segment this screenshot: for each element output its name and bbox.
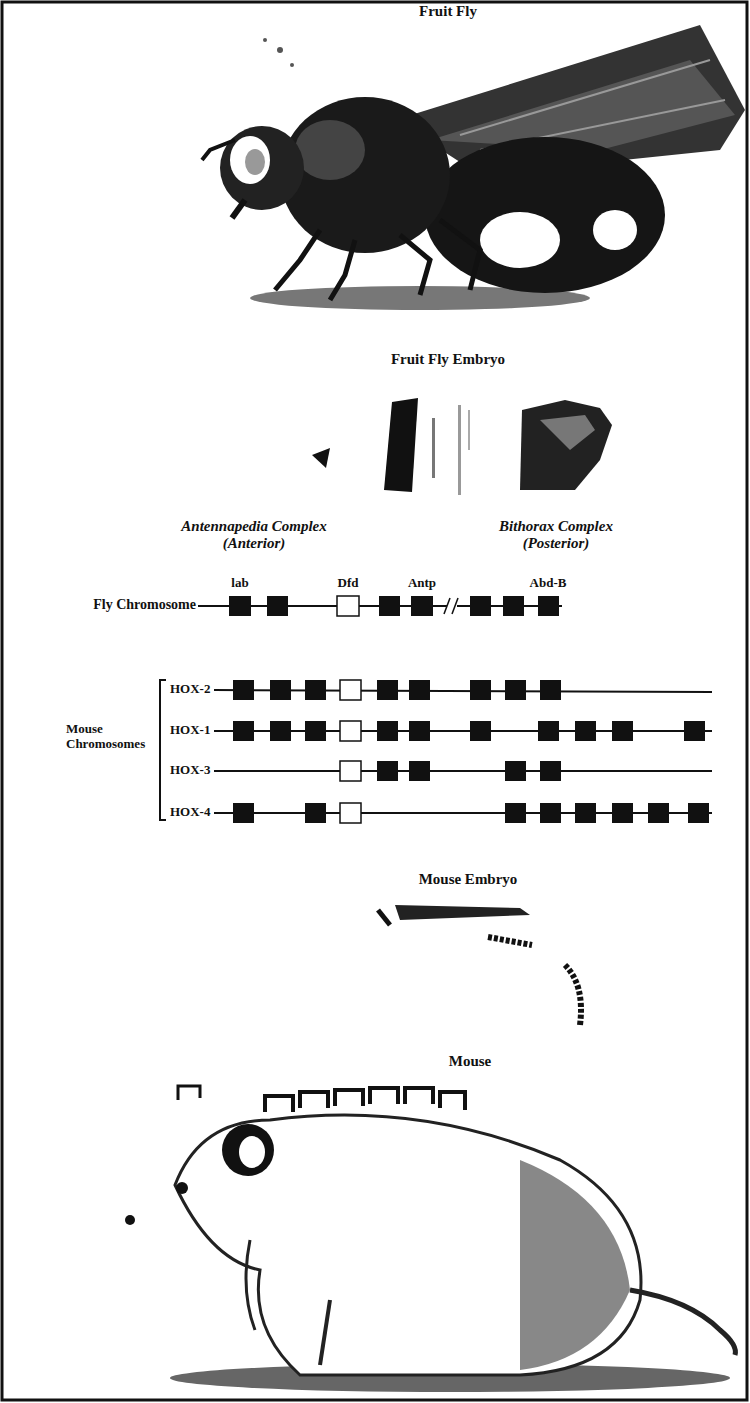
mouse-embryo-drawing bbox=[378, 905, 581, 1025]
fly-chromosome bbox=[198, 596, 562, 616]
chromosome-label: Mouse Chromosomes bbox=[66, 722, 158, 752]
chromosome-label: HOX-4 bbox=[170, 805, 212, 820]
gene-name: Abd-B bbox=[523, 576, 573, 591]
gene-name: Antp bbox=[400, 576, 444, 591]
heading: Fruit Fly Embryo bbox=[363, 351, 533, 368]
heading: Fruit Fly bbox=[388, 3, 508, 20]
fly-embryo-drawing bbox=[312, 398, 612, 495]
heading: Mouse Embryo bbox=[393, 871, 543, 888]
mouse-chromosomes bbox=[160, 680, 712, 823]
fruit-fly-drawing bbox=[202, 25, 745, 310]
chromosome-label: HOX-3 bbox=[170, 763, 212, 778]
mouse-drawing bbox=[125, 1086, 735, 1392]
chromosome-label: HOX-1 bbox=[170, 723, 212, 738]
chromosome-label: Fly Chromosome bbox=[66, 597, 196, 613]
complex-label: Antennapedia Complex (Anterior) bbox=[159, 518, 349, 553]
gene-name: Dfd bbox=[328, 576, 368, 591]
complex-label: Bithorax Complex (Posterior) bbox=[471, 518, 641, 553]
heading: Mouse bbox=[420, 1053, 520, 1070]
gene-name: lab bbox=[220, 576, 260, 591]
chromosome-label: HOX-2 bbox=[170, 682, 212, 697]
